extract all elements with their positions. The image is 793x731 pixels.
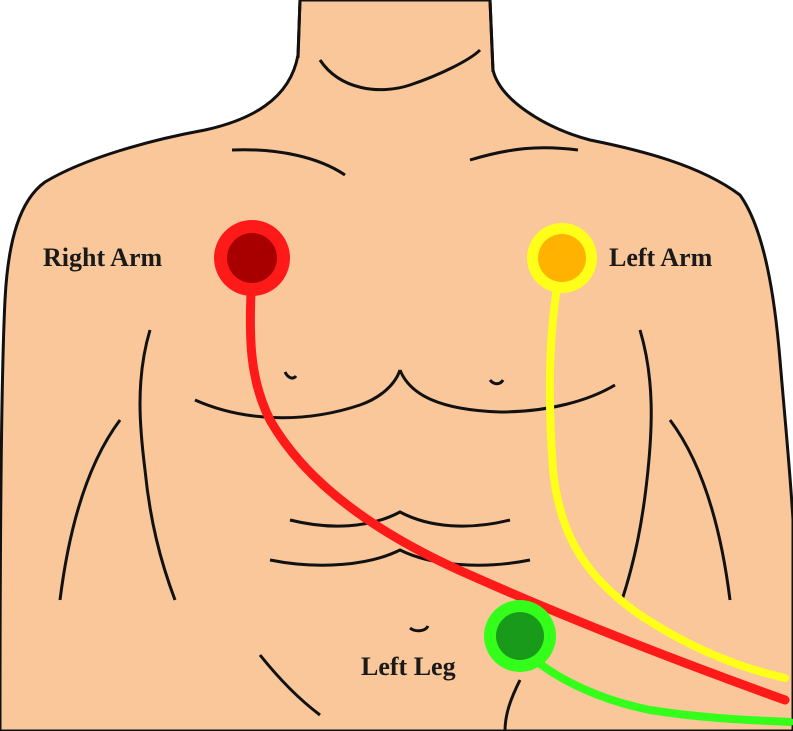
lead-wire-left-leg xyxy=(531,656,793,726)
arm-line-right-inner xyxy=(668,419,732,601)
arm-line-right xyxy=(620,329,653,601)
abdomen-line-2 xyxy=(269,548,531,567)
label-left-leg: Left Leg xyxy=(361,652,456,681)
pectoral-left xyxy=(194,369,402,420)
clavicle-notch xyxy=(318,48,482,92)
lower-abdomen-right xyxy=(503,679,522,731)
lower-abdomen-left xyxy=(258,654,321,717)
electrode-left-arm[interactable] xyxy=(527,223,597,293)
electrode-right-arm[interactable] xyxy=(214,220,290,296)
nipple-right xyxy=(488,378,505,386)
label-left-arm: Left Arm xyxy=(609,243,713,272)
label-right-arm: Right Arm xyxy=(43,243,163,272)
lead-wire-left-arm xyxy=(545,268,789,682)
neck-line-right xyxy=(488,0,495,73)
arm-line-left xyxy=(138,329,177,601)
abdomen-line-1 xyxy=(289,510,511,528)
electrode-left-leg[interactable] xyxy=(484,600,556,672)
pectoral-right xyxy=(398,369,616,414)
arm-line-left-inner xyxy=(58,419,122,601)
collarbone-left xyxy=(231,148,346,177)
neck-line-left xyxy=(296,0,302,59)
collarbone-right xyxy=(469,146,579,162)
lead-wire-right-arm xyxy=(245,267,790,705)
nipple-left xyxy=(283,371,298,380)
navel xyxy=(409,625,430,633)
